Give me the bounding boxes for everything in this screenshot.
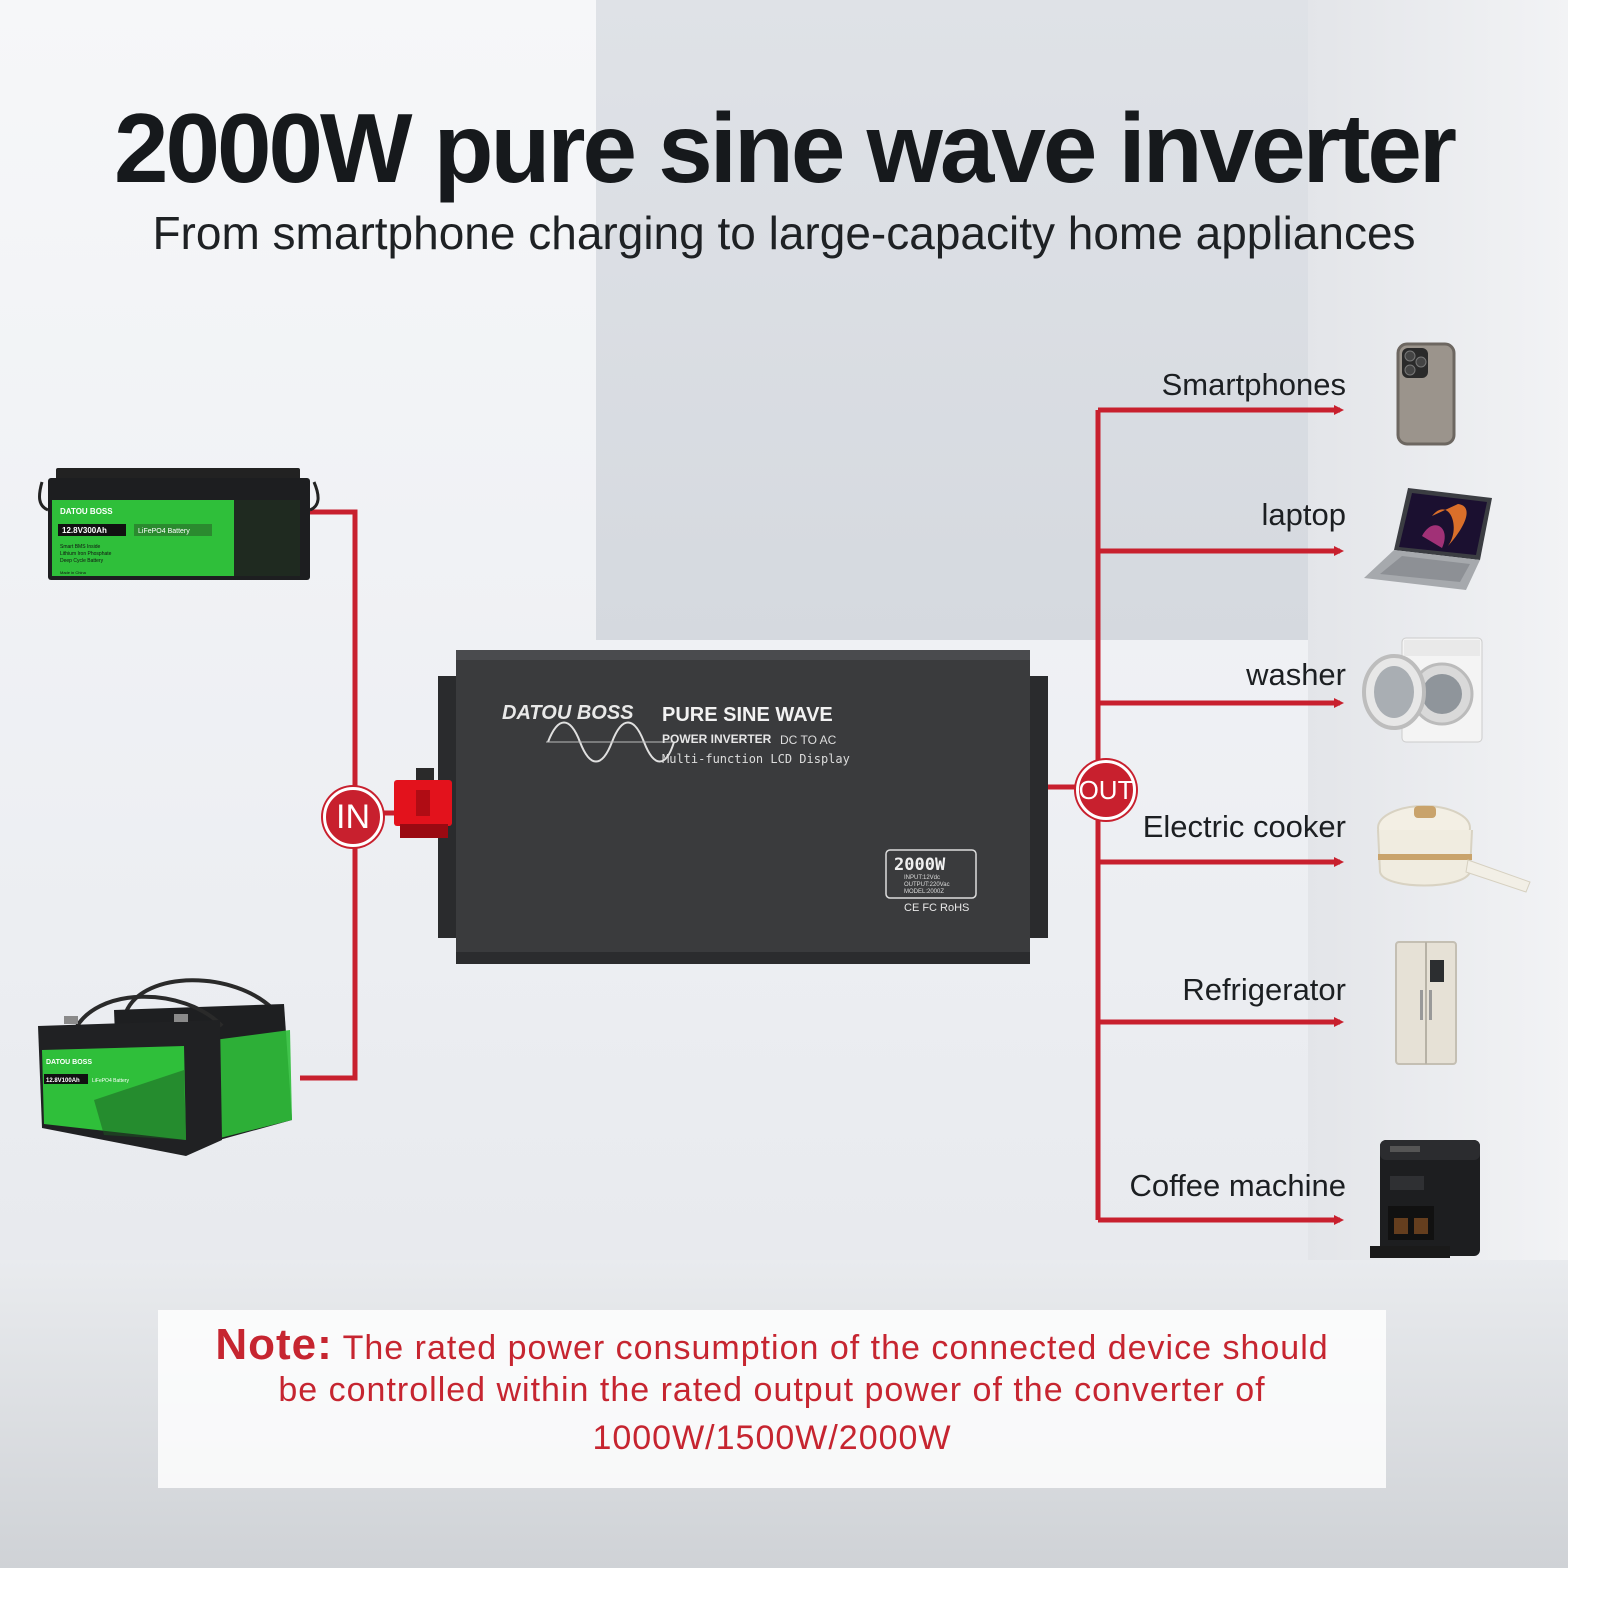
battery-top-note-3: Deep Cycle Battery [60,558,104,564]
input-connector-badge: IN [323,787,383,847]
battery-bottom-pair: DATOU BOSS 12.8V100Ah LiFePO4 Battery [38,978,292,1156]
battery-top-note-1: Smart BMS Inside [60,544,101,550]
appliance-label-washer: washer [1246,657,1346,692]
note-label: Note: [215,1320,333,1369]
inverter-headline: PURE SINE WAVE [662,704,833,726]
laptop-icon [1364,488,1492,590]
note-line-3: 1000W/1500W/2000W [592,1419,952,1457]
battery-top-brand: DATOU BOSS [60,507,113,516]
refrigerator-icon [1395,941,1457,1065]
coffee-machine-icon [1370,1140,1480,1258]
appliance-label-electric-cooker: Electric cooker [1142,809,1346,844]
output-connector-badge: OUT [1076,760,1136,820]
page-title: 2000W pure sine wave inverter [113,93,1457,203]
appliance-label-laptop: laptop [1261,497,1346,532]
spec-output: OUTPUT:220Vac [904,882,950,888]
battery-top-type: LiFePO4 Battery [138,528,190,535]
spec-certs: CE FC RoHS [904,902,969,914]
inverter-line3: Multi-function LCD Display [662,752,850,766]
note-text: Note: The rated power consumption of the… [158,1310,1386,1459]
inverter-brand: DATOU BOSS [502,702,634,724]
smartphone-icon [1396,342,1456,446]
page-subtitle: From smartphone charging to large-capaci… [152,207,1416,259]
inverter: DATOU BOSS PURE SINE WAVE POWER INVERTER… [438,650,1048,964]
battery-bottom-rating: 12.8V100Ah [46,1078,80,1084]
note-line-2: be controlled within the rated output po… [278,1371,1266,1409]
battery-top-rating: 12.8V300Ah [62,526,107,535]
inverter-line2-suffix: DC TO AC [780,733,837,747]
battery-bottom-brand: DATOU BOSS [46,1059,92,1066]
appliance-label-smartphones: Smartphones [1161,367,1346,402]
cooker-icon [1377,805,1531,893]
note-line-1: Note: The rated power consumption of the… [198,1323,1346,1369]
inverter-line2: POWER INVERTER [662,732,772,746]
spec-input: INPUT:12Vdc [904,875,940,881]
note-box: Note: The rated power consumption of the… [158,1310,1386,1488]
background-wall-panel [596,0,1308,640]
spec-title: 2000W [894,855,946,875]
battery-top-origin: Made in China [60,570,87,575]
note-line-1-text: The rated power consumption of the conne… [342,1329,1329,1367]
appliance-label-refrigerator: Refrigerator [1182,972,1346,1007]
appliance-label-coffee-machine: Coffee machine [1129,1168,1346,1203]
battery-top-note-2: Lithium Iron Phosphate [60,551,112,557]
spec-model: MODEL:2000Z [904,889,944,895]
input-terminal [394,768,452,838]
battery-top: DATOU BOSS 12.8V300Ah LiFePO4 Battery Sm… [38,468,320,580]
battery-bottom-type: LiFePO4 Battery [92,1078,129,1084]
washer-icon [1362,637,1483,743]
